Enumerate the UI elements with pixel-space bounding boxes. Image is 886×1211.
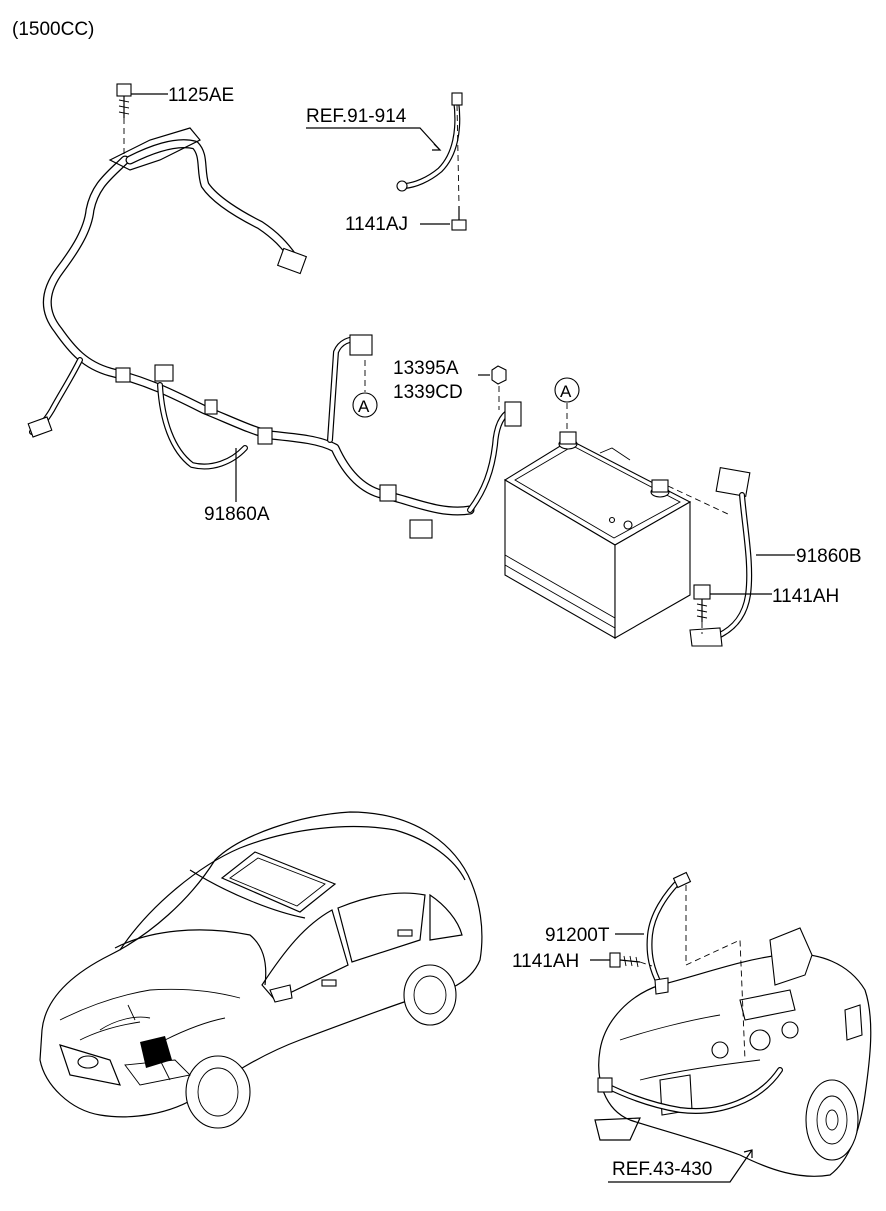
bolt-1141aj: 1141AJ — [345, 206, 467, 235]
label-terminal-a: A — [358, 397, 370, 416]
main-harness-callout: 91860A — [204, 448, 270, 525]
label-ref-43-430: REF.43-430 — [612, 1159, 712, 1180]
battery — [503, 431, 692, 639]
car-illustration — [39, 811, 483, 1129]
bolt-1141ah-transaxle: 1141AH — [512, 951, 653, 972]
engine-spec-label: (1500CC) — [12, 19, 94, 40]
ground-wire-ref: REF.91-914 — [306, 92, 463, 206]
terminal-a-marker: A — [352, 360, 378, 418]
label-13395a: 13395A — [393, 358, 459, 379]
main-wiring-harness — [27, 127, 522, 539]
label-91860b: 91860B — [796, 546, 862, 567]
label-91200t: 91200T — [545, 925, 610, 946]
label-91860a: 91860A — [204, 504, 270, 525]
nut-13395a: 13395A 1339CD — [393, 358, 507, 410]
transaxle-illustration — [594, 927, 872, 1177]
label-battery-terminal-a: A — [560, 382, 572, 401]
battery-cable-91860b: 91860B — [667, 466, 862, 647]
battery-terminal-a-marker: A — [554, 377, 580, 432]
label-1125ae: 1125AE — [168, 85, 234, 106]
label-1141aj: 1141AJ — [345, 214, 408, 235]
ground-strap-91200t: 91200T — [545, 871, 692, 995]
bolt-1141ah-battery: 1141AH — [693, 584, 839, 634]
label-ref-91-914: REF.91-914 — [306, 106, 407, 127]
transaxle-ref: REF.43-430 — [608, 1149, 753, 1183]
label-1141ah-battery: 1141AH — [772, 586, 839, 607]
bolt-1125ae: 1125AE — [116, 83, 234, 155]
label-1141ah-transaxle: 1141AH — [512, 951, 579, 972]
label-1339cd: 1339CD — [393, 382, 463, 403]
